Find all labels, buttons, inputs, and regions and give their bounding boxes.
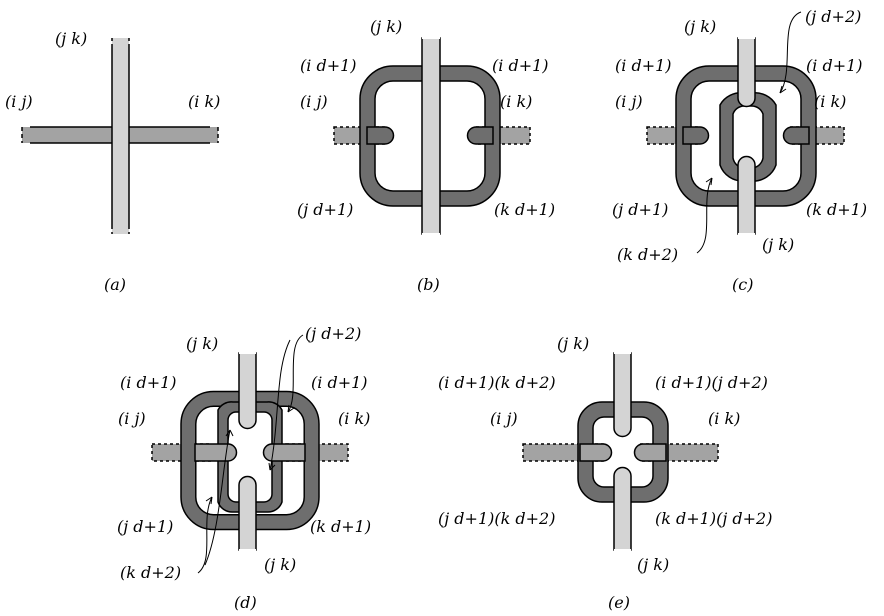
label-pointer-top: (j d+2) (805, 7, 861, 26)
vertical-strip (737, 37, 756, 108)
label-bottom-left: (j d+1) (117, 517, 173, 536)
label-top: (j k) (55, 29, 87, 48)
label-bottom-right: (k d+1) (494, 200, 555, 219)
horizontal-strip (22, 127, 112, 143)
panel-a: (j k) (i j) (i k) (a) (5, 29, 220, 294)
panel-d: (j k) (j d+2) (i d+1) (i d+1) (i j) (i k… (117, 324, 371, 612)
loop-hook (579, 443, 613, 462)
label-bottom: (j k) (264, 555, 296, 574)
label-right: (i k) (188, 92, 220, 111)
loop-hook (366, 126, 395, 145)
caption-d: (d) (234, 593, 257, 612)
label-bottom-left: (j d+1)(k d+2) (438, 509, 555, 528)
vertical-strip (613, 352, 632, 438)
label-bottom-right: (k d+1) (310, 517, 371, 536)
label-right: (i k) (338, 409, 370, 428)
vertical-strip (737, 155, 756, 235)
loop-hook (262, 443, 306, 462)
label-top: (j k) (684, 17, 716, 36)
horizontal-strip (122, 127, 218, 143)
vertical-strip (238, 475, 257, 551)
loop-hook (466, 126, 494, 145)
label-top: (j k) (557, 334, 589, 353)
label-pointer-bottom: (k d+2) (617, 245, 678, 264)
label-left: (i j) (300, 92, 328, 111)
label-bottom-right: (k d+1) (806, 200, 867, 219)
caption-c: (c) (732, 275, 753, 294)
panel-b: (j k) (i d+1) (i d+1) (i j) (i k) (j d+1… (297, 17, 555, 294)
label-right: (i k) (708, 409, 740, 428)
loop-hook (633, 443, 667, 462)
vertical-strip (112, 38, 129, 234)
label-top-right: (i d+1)(j d+2) (655, 373, 768, 392)
label-pointer-bottom: (k d+2) (120, 563, 181, 582)
caption-e: (e) (608, 593, 630, 612)
label-bottom: (j k) (762, 235, 794, 254)
label-top-left: (i d+1) (615, 56, 672, 75)
label-bottom: (j k) (637, 555, 669, 574)
panel-e: (j k) (i d+1)(k d+2) (i d+1)(j d+2) (i j… (438, 334, 772, 612)
vertical-strip (238, 352, 257, 430)
label-top-left: (i d+1) (120, 373, 177, 392)
vertical-strip (421, 37, 441, 235)
label-bottom-right: (k d+1)(j d+2) (655, 509, 772, 528)
label-left: (i j) (490, 409, 518, 428)
loop-ring-inner (217, 401, 283, 513)
caption-b: (b) (417, 275, 440, 294)
caption-a: (a) (104, 275, 126, 294)
panel-c: (j k) (j d+2) (i d+1) (i d+1) (i j) (i k… (612, 7, 867, 294)
label-top-left: (i d+1)(k d+2) (438, 373, 556, 392)
label-left: (i j) (5, 92, 33, 111)
label-top: (j k) (186, 334, 218, 353)
label-top-right: (i d+1) (806, 56, 863, 75)
label-pointer-top: (j d+2) (305, 324, 361, 343)
label-top-right: (i d+1) (311, 373, 368, 392)
loop-hook (194, 443, 238, 462)
label-bottom-left: (j d+1) (612, 200, 668, 219)
label-right: (i k) (814, 92, 846, 111)
label-top: (j k) (370, 17, 402, 36)
label-right: (i k) (500, 92, 532, 111)
loop-ring (577, 401, 669, 503)
vertical-strip (613, 466, 632, 551)
label-top-left: (i d+1) (300, 56, 357, 75)
label-top-right: (i d+1) (492, 56, 549, 75)
loop-hook (682, 126, 710, 145)
label-left: (i j) (118, 409, 146, 428)
label-bottom-left: (j d+1) (297, 200, 353, 219)
loop-hook (782, 126, 810, 145)
label-left: (i j) (615, 92, 643, 111)
